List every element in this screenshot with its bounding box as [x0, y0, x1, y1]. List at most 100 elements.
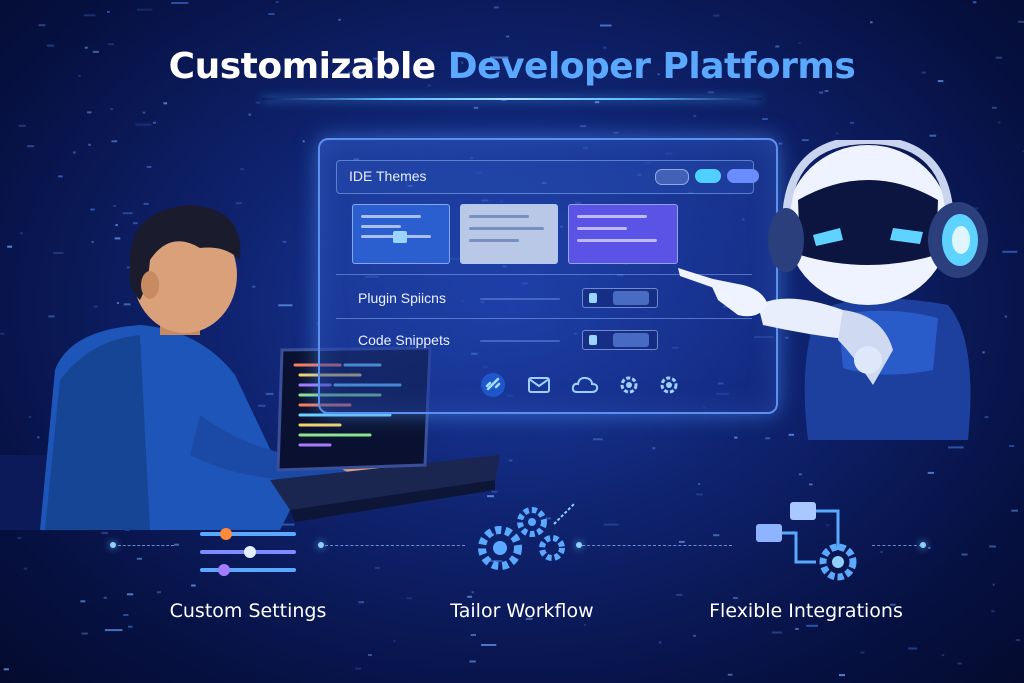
- particle: [489, 560, 502, 562]
- particle: [142, 111, 146, 114]
- particle: [163, 102, 168, 105]
- particle: [92, 50, 99, 53]
- particle: [72, 151, 76, 154]
- particle: [107, 10, 110, 13]
- connector-line: [325, 545, 465, 546]
- particle: [937, 80, 944, 83]
- panel-divider: [336, 274, 752, 275]
- particle: [368, 654, 372, 656]
- particle: [103, 596, 107, 599]
- particle: [37, 436, 40, 439]
- particle: [658, 641, 662, 644]
- integration-flow-icon: [756, 502, 857, 581]
- particle: [713, 534, 720, 537]
- particle: [927, 471, 934, 474]
- plugin-options-label: Plugin Spiicns: [358, 290, 446, 306]
- particle: [48, 315, 55, 318]
- particle: [673, 52, 678, 55]
- particle: [491, 490, 498, 493]
- connector-node: [110, 542, 116, 548]
- gear-icon[interactable]: [656, 372, 682, 398]
- title-underline-glow: [262, 98, 762, 100]
- particle: [268, 13, 275, 15]
- particle: [733, 597, 738, 599]
- particle: [260, 67, 263, 70]
- theme-thumbnail-purple[interactable]: [568, 204, 678, 264]
- theme-thumbnail-light[interactable]: [460, 204, 558, 264]
- particle: [765, 437, 771, 440]
- ide-themes-label: IDE Themes: [349, 168, 427, 184]
- particle: [355, 667, 362, 670]
- code-snippets-label: Code Snippets: [358, 332, 450, 348]
- particle: [693, 115, 697, 118]
- theme-toggle-on[interactable]: [695, 169, 721, 183]
- particle: [613, 131, 619, 134]
- particle: [47, 44, 54, 47]
- particle: [982, 351, 985, 354]
- particle: [657, 73, 660, 76]
- particle: [580, 125, 587, 128]
- particle: [693, 634, 696, 637]
- particle: [276, 523, 295, 526]
- particle: [87, 111, 92, 114]
- particle: [788, 433, 794, 436]
- particle: [116, 302, 119, 305]
- particle: [727, 673, 733, 676]
- particle: [136, 557, 143, 560]
- particle: [1011, 509, 1018, 512]
- particle: [461, 61, 464, 64]
- theme-thumbnail-blue[interactable]: [352, 204, 450, 264]
- particle: [135, 123, 152, 126]
- particle: [467, 595, 473, 598]
- particle: [248, 113, 252, 116]
- particle: [122, 212, 133, 215]
- particle: [128, 625, 133, 628]
- particle: [489, 56, 509, 59]
- plugin-options-toggle[interactable]: [582, 288, 658, 308]
- particle: [795, 628, 799, 630]
- particle: [928, 546, 931, 549]
- particle: [603, 46, 607, 49]
- particle: [998, 121, 1001, 124]
- particle: [826, 524, 830, 527]
- particle: [992, 106, 997, 109]
- particle: [20, 232, 23, 235]
- title-part-white: Customizable: [168, 46, 437, 87]
- link-icon[interactable]: [480, 372, 506, 398]
- gear-icon[interactable]: [616, 372, 642, 398]
- particle: [58, 175, 63, 178]
- particle: [785, 336, 789, 339]
- particle: [171, 2, 189, 4]
- particle: [88, 143, 91, 146]
- particle: [600, 24, 612, 27]
- ide-themes-header: IDE Themes: [336, 160, 759, 194]
- particle: [545, 517, 551, 520]
- particle: [995, 56, 1002, 59]
- particle: [136, 8, 153, 11]
- connector-line: [582, 545, 732, 546]
- particle: [104, 629, 123, 632]
- particle: [583, 624, 586, 626]
- particle: [110, 107, 113, 110]
- particle: [81, 632, 88, 635]
- theme-toggle-off[interactable]: [655, 169, 689, 185]
- particle: [860, 651, 865, 654]
- particle: [487, 495, 494, 498]
- particle: [3, 668, 9, 671]
- code-snippets-toggle[interactable]: [582, 330, 658, 350]
- particle: [240, 168, 245, 171]
- particle: [929, 134, 937, 137]
- particle: [775, 45, 780, 48]
- particle: [0, 332, 5, 335]
- particle: [78, 74, 81, 77]
- particle: [806, 624, 818, 627]
- mail-icon[interactable]: [526, 372, 552, 398]
- theme-toggle-alt[interactable]: [727, 169, 759, 183]
- particle: [28, 416, 32, 418]
- particle: [38, 24, 46, 27]
- particle: [798, 42, 801, 45]
- particle: [17, 537, 22, 539]
- particle: [27, 145, 34, 148]
- particle: [505, 35, 510, 38]
- cloud-icon[interactable]: [570, 372, 600, 398]
